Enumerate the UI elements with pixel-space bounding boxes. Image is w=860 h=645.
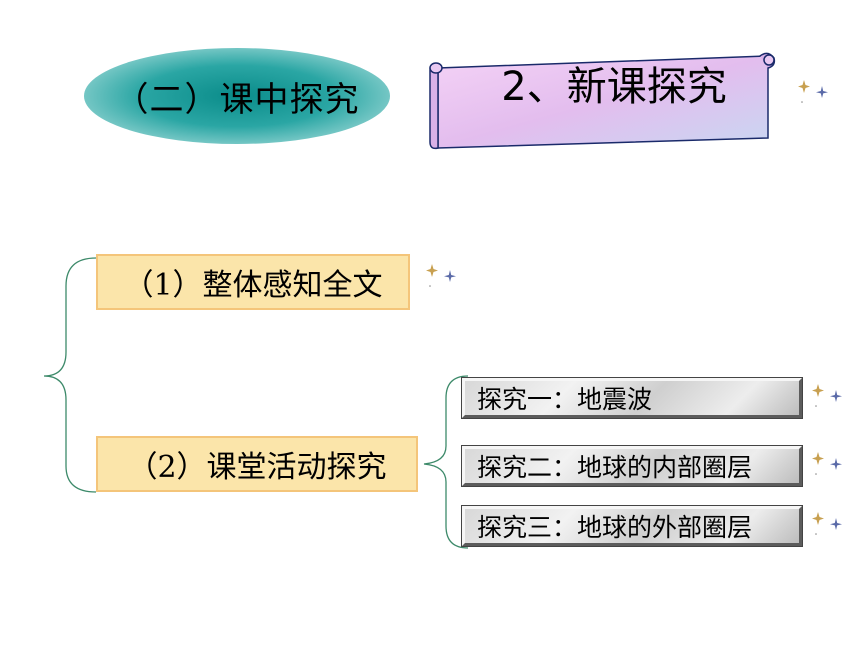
topic-box-activity[interactable]: （2）课堂活动探究 xyxy=(96,436,418,492)
sparkle-icon xyxy=(812,512,842,535)
topic-box-overview[interactable]: （1）整体感知全文 xyxy=(96,254,410,310)
title-scroll-banner: 2、新课探究 xyxy=(424,52,776,152)
left-brace xyxy=(43,257,97,493)
section-ellipse: （二）课中探究 xyxy=(84,48,390,144)
section-label: （二）课中探究 xyxy=(114,79,360,120)
sparkle-icon xyxy=(812,384,842,407)
exploration-box-inner-layers[interactable]: 探究二：地球的内部圈层 xyxy=(461,445,803,487)
topic-label: （2）课堂活动探究 xyxy=(127,450,387,485)
exploration-label: 探究一：地震波 xyxy=(477,385,653,414)
exploration-label: 探究二：地球的内部圈层 xyxy=(477,453,753,482)
scroll-title: 2、新课探究 xyxy=(501,64,727,110)
exploration-box-outer-layers[interactable]: 探究三：地球的外部圈层 xyxy=(461,505,803,547)
sparkle-icon xyxy=(798,80,828,103)
exploration-box-seismic[interactable]: 探究一：地震波 xyxy=(461,377,803,419)
topic-label: （1）整体感知全文 xyxy=(123,268,383,303)
sparkle-icon xyxy=(812,452,842,475)
sparkle-icon xyxy=(426,264,456,287)
right-brace xyxy=(423,375,469,549)
scroll-shape xyxy=(429,52,776,150)
exploration-label: 探究三：地球的外部圈层 xyxy=(477,513,753,542)
